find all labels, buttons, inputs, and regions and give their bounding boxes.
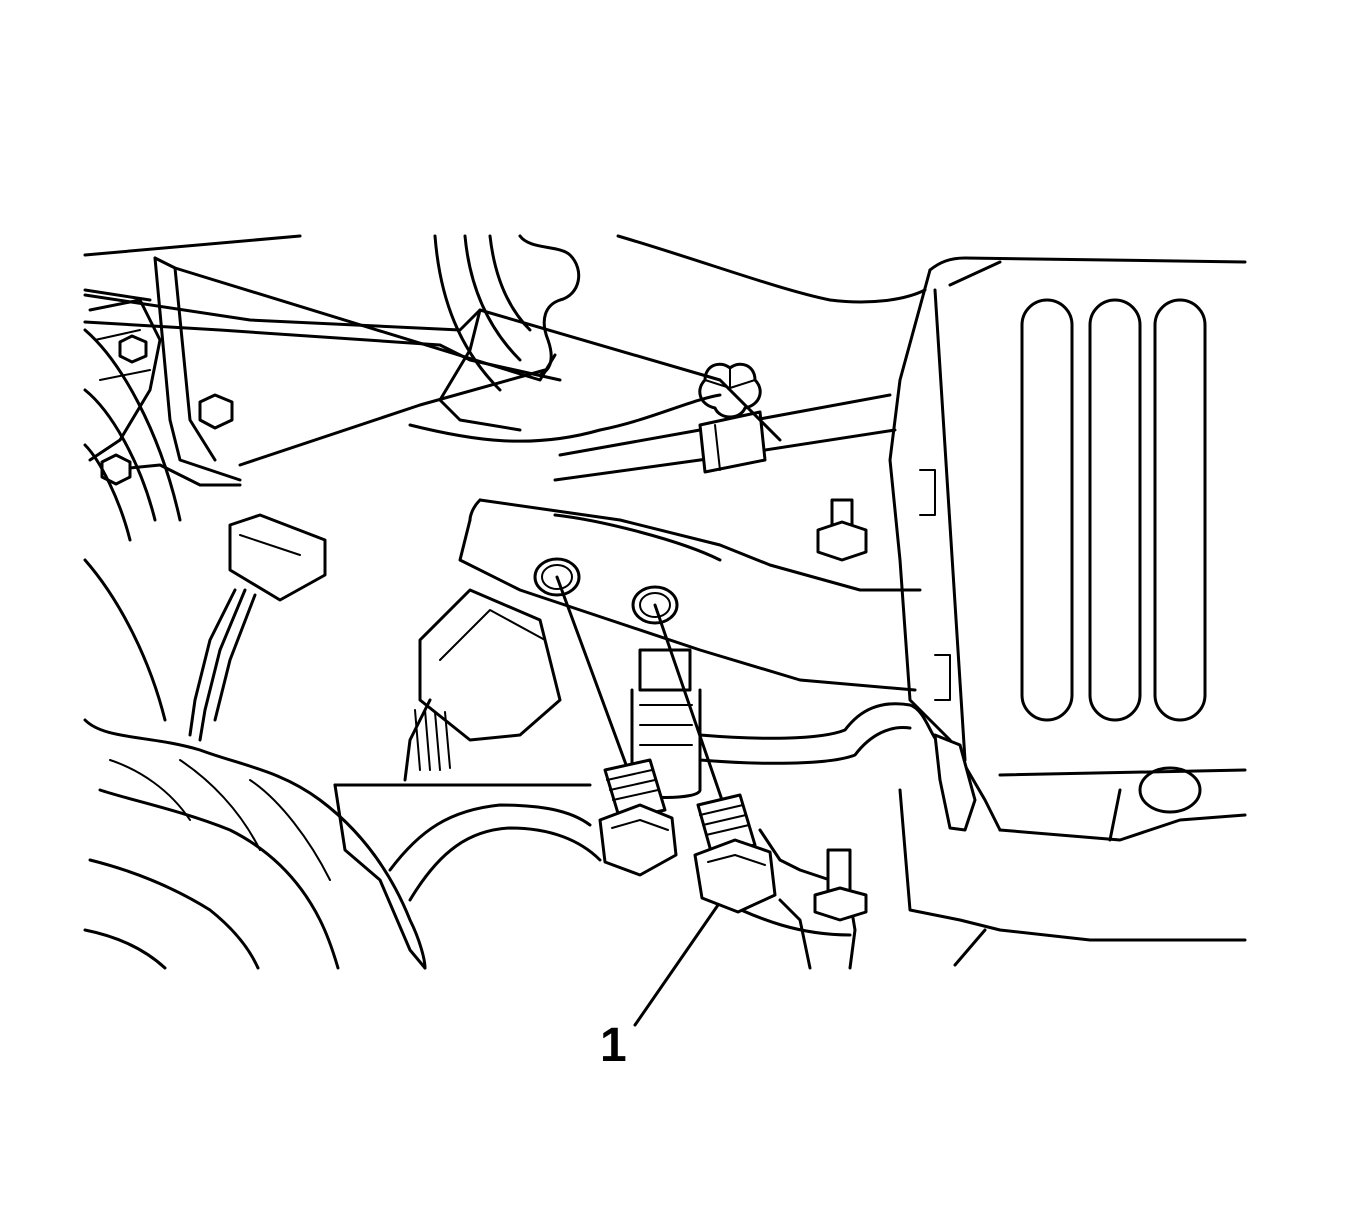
pipe-with-clamp [553, 393, 897, 482]
bolt-right [653, 603, 777, 914]
upper-frame-lines [408, 234, 927, 443]
wire-connector-right [933, 733, 977, 832]
nut-upper-3 [100, 453, 132, 486]
bolt-left [555, 575, 678, 877]
electrical-connector-left [188, 513, 327, 742]
module-rib-3 [1153, 298, 1207, 722]
cross-member-bar [83, 293, 782, 442]
rubber-boot-lower-left [83, 328, 427, 970]
module-rib-2 [1088, 298, 1142, 722]
callout-leader-1 [633, 903, 720, 1027]
upper-left-bracket [83, 234, 557, 487]
lower-housing [333, 783, 857, 970]
callout-label-1: 1 [600, 1019, 627, 1072]
control-module [888, 256, 1247, 832]
stud-nut-lower [813, 848, 868, 922]
bracket-plate [458, 498, 922, 692]
module-rib-1 [1020, 298, 1074, 722]
lower-right-frame [898, 766, 1247, 967]
stud-nut-center-right [816, 498, 868, 562]
electrical-connector-center [403, 588, 562, 782]
nut-upper-2 [198, 393, 234, 430]
wire-harness-right [698, 702, 977, 832]
nut-upper-1 [118, 334, 148, 364]
